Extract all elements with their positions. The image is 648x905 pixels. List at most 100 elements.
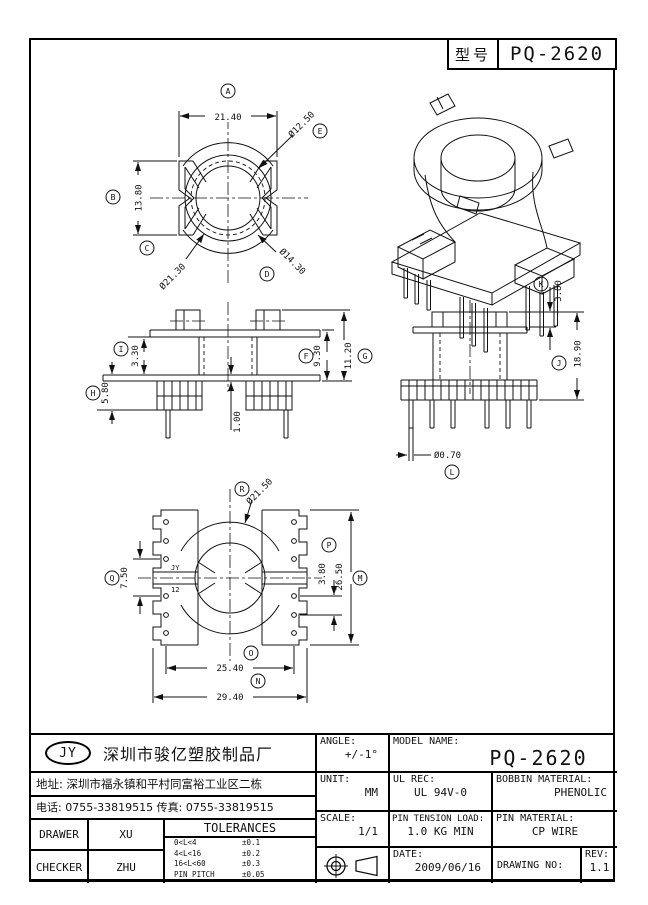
date-label: DATE: — [393, 849, 424, 860]
dim-h-value: 5.80 — [101, 382, 111, 404]
model-name-value: PQ-2620 — [489, 746, 588, 770]
model-name-label: MODEL NAME: — [393, 736, 460, 747]
phone-cell: 电话: 0755-33819515 传真: 0755-33819515 — [31, 797, 315, 820]
ul-rec-label: UL REC: — [393, 774, 436, 785]
tolerance-row: 16<L<60±0.3 — [174, 859, 261, 868]
dim-q-value: 7.50 — [120, 567, 130, 589]
unit-label: UNIT: — [320, 774, 351, 785]
projection-symbol-cell — [315, 848, 388, 883]
dim-N: 29.40 N — [152, 648, 308, 703]
dim-i-value: 3.30 — [131, 345, 141, 367]
dim-q-letter: Q — [110, 574, 115, 583]
scale-label: SCALE: — [320, 813, 357, 824]
dim-n-value: 29.40 — [216, 693, 243, 703]
pin-material-value: CP WIRE — [531, 825, 579, 838]
dim-O: 25.40 O — [165, 645, 295, 674]
dim-o-value: 25.40 — [216, 664, 243, 674]
dim-e-value: Ø12.50 — [286, 109, 317, 140]
drawing-no-label: DRAWING NO: — [497, 860, 564, 871]
drawer-value-cell: XU — [89, 820, 165, 851]
dim-K: 3.80 K — [509, 276, 584, 350]
pin-tension-cell: PIN TENSION LOAD: 1.0 KG MIN — [388, 812, 491, 848]
dim-Q: 7.50 Q — [104, 541, 160, 614]
bobbin-material-cell: BOBBIN MATERIAL: PHENOLIC — [491, 773, 617, 812]
dim-M: 26.50 M — [310, 509, 368, 646]
dim-d-letter: D — [265, 270, 270, 279]
ul-rec-cell: UL REC: UL 94V-0 — [388, 773, 491, 812]
dim-center-1-00: 1.00 — [228, 357, 243, 433]
dim-G: 11.20 G — [282, 309, 373, 380]
dim-a-letter: A — [226, 87, 231, 96]
dim-b-value: 13.80 — [135, 184, 145, 211]
angle-label: ANGLE: — [320, 736, 357, 747]
dim-c-letter: C — [145, 244, 150, 253]
dim-j-letter: J — [557, 359, 562, 368]
unit-value: MM — [364, 786, 378, 799]
rev-cell: REV: 1.1 — [580, 848, 617, 883]
dim-n-letter: N — [256, 677, 261, 686]
dim-P: 3.80 P — [300, 537, 342, 631]
mark-12: 12 — [171, 586, 179, 594]
iso-view — [390, 93, 582, 353]
front-view: 21.40 A 13.80 B Ø21.30 C Ø14.30 D — [105, 83, 328, 292]
scale-cell: SCALE: 1/1 — [315, 812, 388, 848]
dim-L: Ø0.70 L — [396, 450, 461, 480]
dim-m-letter: M — [358, 574, 363, 583]
dim-l-letter: L — [450, 468, 455, 477]
dim-I: 3.30 I — [113, 336, 150, 374]
rev-label: REV: — [585, 849, 610, 860]
rev-value: 1.1 — [589, 861, 610, 874]
dim-g-letter: G — [363, 352, 368, 361]
dim-k-letter: K — [539, 280, 544, 289]
dim-a-value: 21.40 — [214, 113, 241, 123]
mark-jy: JY — [171, 564, 180, 572]
ul-rec-value: UL 94V-0 — [414, 786, 467, 799]
dim-J: 18.90 J — [539, 313, 584, 401]
dim-F: 9.30 F — [298, 329, 352, 382]
scale-value: 1/1 — [358, 825, 378, 838]
company-name: 深圳市骏亿塑胶制品厂 — [103, 745, 274, 764]
dim-j-value: 18.90 — [574, 340, 584, 367]
drawing-no-cell: DRAWING NO: — [491, 848, 580, 883]
date-value: 2009/06/16 — [414, 861, 481, 874]
dim-g-value: 11.20 — [344, 342, 354, 369]
company-logo: JY — [45, 741, 91, 765]
elevation-view: 3.80 K 18.90 J Ø0.70 L — [396, 276, 584, 480]
dim-E: Ø12.50 E — [258, 109, 328, 169]
model-number: PQ-2620 — [509, 43, 605, 65]
bobbin-material-label: BOBBIN MATERIAL: — [496, 774, 593, 785]
third-angle-projection-icon — [323, 853, 378, 878]
unit-cell: UNIT: MM — [315, 773, 388, 812]
dim-l-value: Ø0.70 — [434, 450, 461, 461]
angle-value: +/-1° — [344, 748, 378, 761]
dim-b-letter: B — [111, 193, 116, 202]
dim-h-letter: H — [91, 389, 96, 398]
tolerance-row: 4<L<16±0.2 — [174, 848, 261, 858]
angle-cell: ANGLE: +/-1° — [315, 735, 388, 773]
dim-R: Ø21.50 R — [234, 476, 275, 524]
dim-p-letter: P — [327, 541, 332, 550]
sheet-border — [29, 38, 615, 882]
tolerance-row: PIN PITCH±0.05 — [174, 869, 265, 879]
pin-material-cell: PIN MATERIAL: CP WIRE — [491, 812, 617, 848]
date-cell: DATE: 2009/06/16 — [388, 848, 491, 883]
dim-e-letter: E — [318, 127, 323, 136]
address-cell: 地址: 深圳市福永镇和平村同富裕工业区二栋 — [31, 773, 315, 797]
dim-k-value: 3.80 — [554, 280, 564, 302]
drawer-label-cell: DRAWER — [31, 820, 89, 851]
dim-D: Ø14.30 D — [257, 234, 308, 282]
company-cell: JY 深圳市骏亿塑胶制品厂 — [31, 735, 315, 773]
dim-c-value: Ø21.30 — [157, 261, 188, 292]
dim-1-00-value: 1.00 — [233, 411, 243, 433]
model-number-cell: PQ-2620 — [497, 38, 617, 70]
tolerances-cell: TOLERANCES 0<L<4±0.1 4<L<16±0.2 16<L<60±… — [165, 820, 315, 883]
checker-value-cell: ZHU — [89, 851, 165, 883]
dim-i-letter: I — [119, 345, 124, 354]
dim-A: 21.40 A — [178, 83, 278, 157]
dim-o-letter: O — [249, 649, 254, 658]
model-label-cell: 型号 — [447, 38, 499, 70]
dim-r-letter: R — [240, 485, 245, 494]
pin-holes — [163, 519, 297, 636]
